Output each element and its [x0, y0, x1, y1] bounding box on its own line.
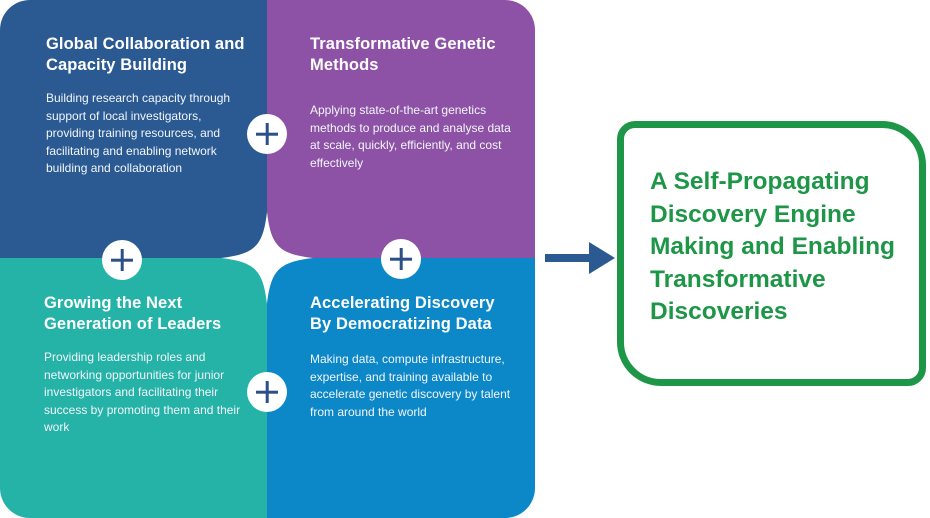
- quadrant-title: Growing the Next Generation of Leaders: [44, 294, 222, 333]
- plus-icon: [247, 114, 287, 154]
- plus-icon: [381, 239, 421, 279]
- quadrant-body: Applying state-of-the-art genetics metho…: [310, 103, 511, 170]
- quadrant-title: Global Collaboration and Capacity Buildi…: [46, 35, 245, 74]
- quadrant-body: Building research capacity through suppo…: [46, 91, 231, 176]
- quadrant-global-collaboration: Global Collaboration and Capacity Buildi…: [0, 0, 267, 258]
- quadrant-body: Providing leadership roles and networkin…: [44, 350, 241, 435]
- quadrant-title: Transformative Genetic Methods: [310, 35, 496, 74]
- quadrant-next-generation: Growing the Next Generation of Leaders P…: [0, 258, 267, 518]
- quadrant-title: Accelerating Discovery By Democratizing …: [310, 294, 495, 333]
- arrow-right-icon: [545, 242, 615, 274]
- quadrant-body: Making data, compute infrastructure, exp…: [310, 352, 511, 419]
- outcome-text: A Self-Propagating Discovery Engine Maki…: [650, 168, 896, 325]
- quadrant-democratizing-data: Accelerating Discovery By Democratizing …: [267, 258, 535, 518]
- quadrant-genetic-methods: Transformative Genetic Methods Applying …: [267, 0, 535, 258]
- outcome-box: A Self-Propagating Discovery Engine Maki…: [617, 121, 926, 386]
- plus-icon: [102, 240, 142, 280]
- plus-icon: [247, 372, 287, 412]
